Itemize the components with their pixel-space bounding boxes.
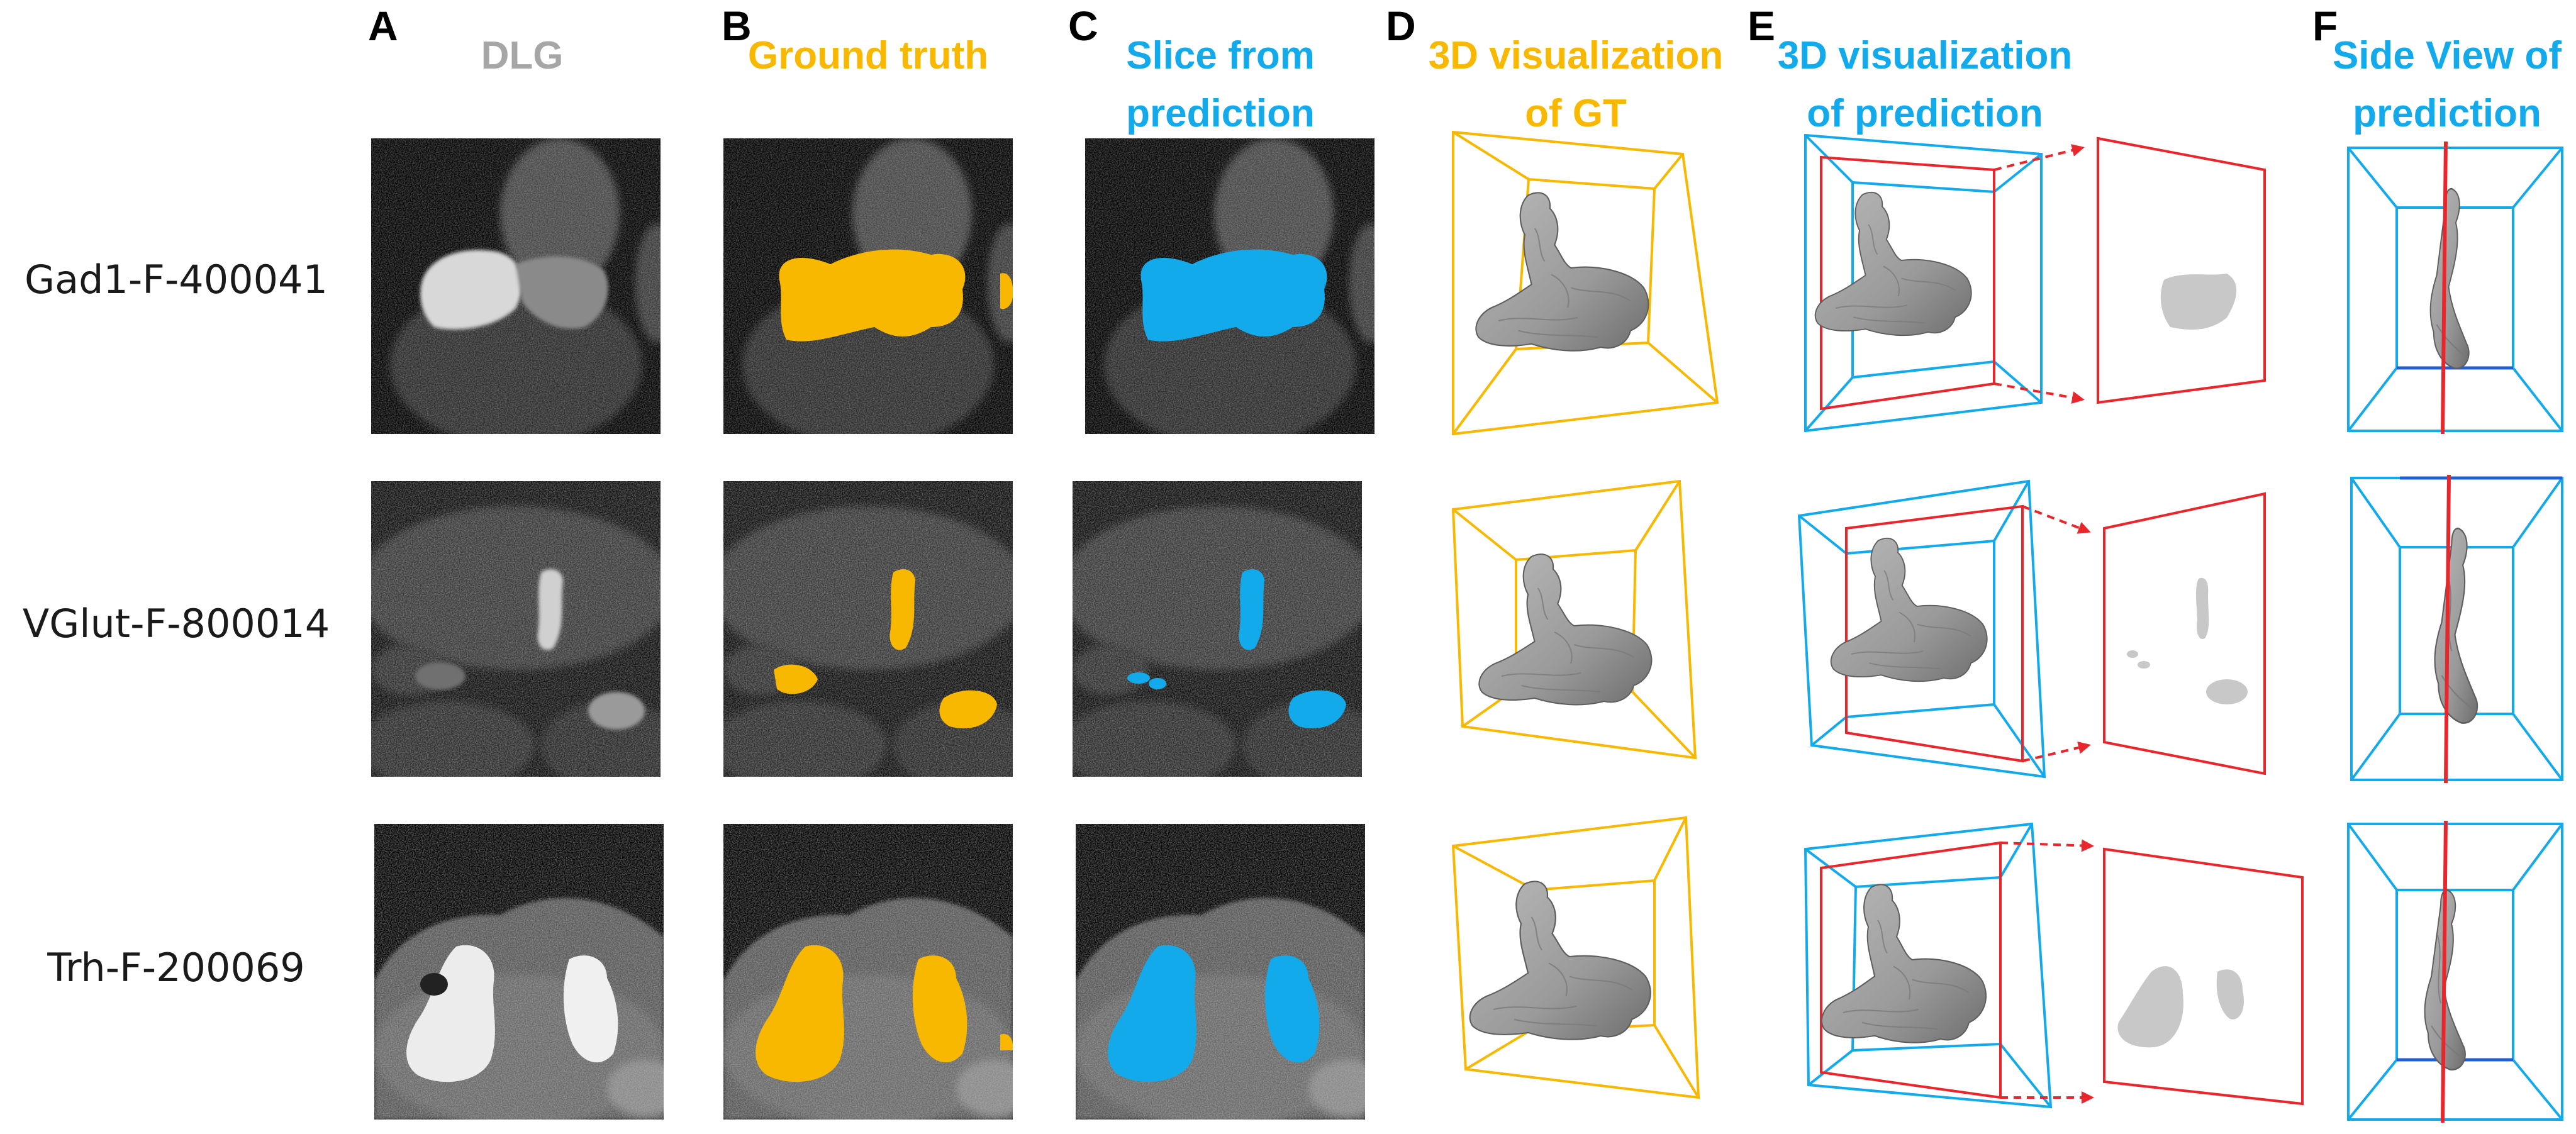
- row-1-side-view: [2347, 141, 2563, 435]
- row-2-3d-pred: [1797, 479, 2266, 779]
- title-3d-pred-line1: 3D visualization: [1777, 34, 2073, 77]
- row-1-panel-b: [723, 138, 1013, 447]
- title-side-view-line1: Side View of: [2332, 34, 2562, 77]
- panel-letter-f: F: [2312, 3, 2338, 49]
- panel-letter-e: E: [1748, 3, 1776, 49]
- title-3d-pred-line2: of prediction: [1807, 92, 2043, 135]
- row-3-3d-pred: [1804, 822, 2304, 1109]
- row-2-panel-b: [711, 481, 1032, 789]
- row-3-panel-b: [723, 824, 1013, 1126]
- row-1-panel-c: [1085, 138, 1393, 447]
- row-2-side-view: [2350, 474, 2563, 784]
- row-1-gt-mesh: [1475, 192, 1649, 352]
- row-2-gt-mesh: [1478, 553, 1653, 706]
- title-slice-line2: prediction: [1126, 92, 1315, 135]
- row-2-panel-c: [1060, 481, 1381, 789]
- title-dlg: DLG: [481, 34, 564, 77]
- row-label-1: Gad1-F-400041: [25, 257, 328, 303]
- panel-letter-a: A: [368, 3, 398, 49]
- panel-letter-c: C: [1068, 3, 1098, 49]
- row-1-panel-a: [371, 138, 679, 447]
- panel-letter-d: D: [1386, 3, 1416, 49]
- row-3-panel-a: [374, 824, 683, 1126]
- title-slice-line1: Slice from: [1126, 34, 1315, 77]
- row-label-2: VGlut-F-800014: [22, 601, 330, 647]
- row-3-panel-c: [1076, 824, 1384, 1126]
- row-3-gt-mesh: [1469, 881, 1651, 1040]
- title-side-view-line2: prediction: [2353, 92, 2541, 135]
- row-2-panel-a: [359, 481, 679, 789]
- title-3d-gt-line2: of GT: [1525, 92, 1627, 135]
- row-1-3d-pred: [1804, 133, 2266, 433]
- title-ground-truth: Ground truth: [747, 34, 989, 77]
- row-label-3: Trh-F-200069: [47, 945, 305, 991]
- title-3d-gt-line1: 3D visualization: [1428, 34, 1724, 77]
- row-3-side-view: [2347, 820, 2563, 1123]
- panel-letter-b: B: [722, 3, 752, 49]
- row-2-3d-gt: [1451, 479, 1697, 760]
